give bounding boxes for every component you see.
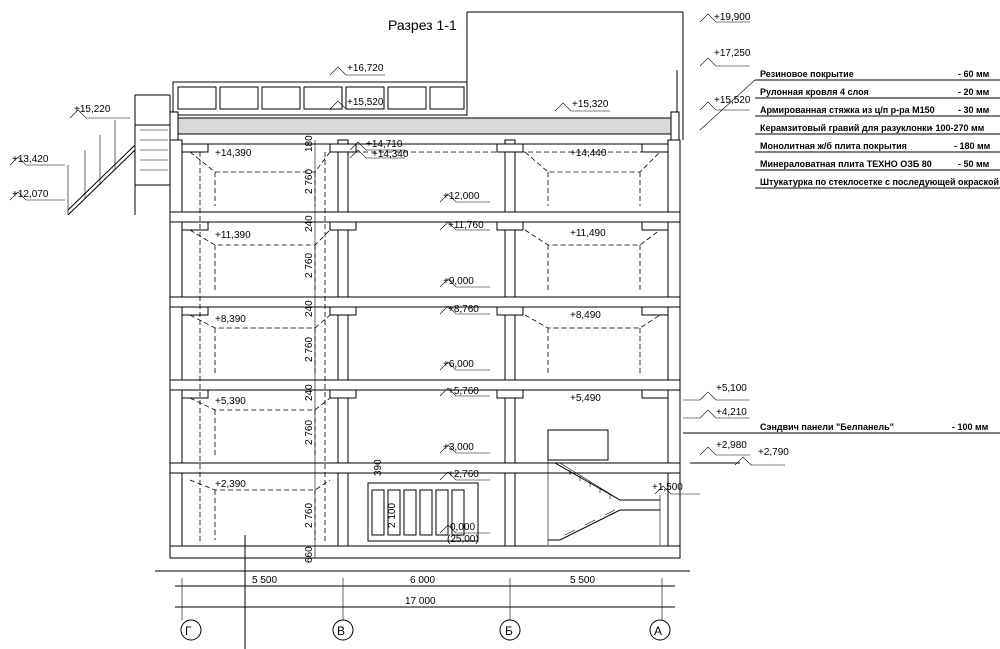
elev-15320: +15,320 <box>572 99 609 110</box>
elev-11390: +11,390 <box>215 230 251 241</box>
layer-5-value: - 180 мм <box>954 141 991 151</box>
axis-markers <box>180 619 671 641</box>
elev-5760: +5,760 <box>448 386 479 397</box>
layer-6-value: - 50 мм <box>958 159 990 169</box>
dim-total: 17 000 <box>405 596 436 607</box>
elev-5490: +5,490 <box>570 393 601 404</box>
elevation-marks-left <box>9 109 130 201</box>
layer-7-name: Штукатурка по стеклосетке с последующей … <box>760 177 999 187</box>
elev-19900: +19,900 <box>714 12 751 23</box>
elev-12000: +12,000 <box>443 191 480 202</box>
elev-5390: +5,390 <box>215 396 246 407</box>
elev-14340: +14,340 <box>372 149 409 160</box>
dim-span-2: 6 000 <box>410 575 435 586</box>
dim-span-3: 5 500 <box>570 575 595 586</box>
elev-1500: +1,500 <box>652 482 683 493</box>
external-stair <box>67 94 171 216</box>
axis-label-g: Г <box>185 624 192 638</box>
exterior-walls <box>169 139 681 559</box>
elev-2790: +2,790 <box>758 447 789 458</box>
layer-3-value: - 30 мм <box>958 105 990 115</box>
floor-slabs <box>169 143 681 559</box>
elevation-marks-floor <box>439 193 490 534</box>
elev-2760: +2,760 <box>448 469 479 480</box>
vdim-6: 2 760 <box>304 337 315 362</box>
internal-stair <box>520 429 661 545</box>
dimension-lines <box>175 578 675 620</box>
vdim-9: 390 <box>373 459 384 476</box>
elev-14440: +14,440 <box>570 148 607 159</box>
layer-4-value: - 100-270 мм <box>930 123 985 133</box>
layer-5-name: Монолитная ж/б плита покрытия <box>760 141 907 151</box>
elevation-marks-right <box>654 13 785 495</box>
vdim-5: 240 <box>304 300 315 317</box>
layer-2-value: - 20 мм <box>958 87 990 97</box>
layer-4-name: Керамзитовый гравий для разуклонки <box>760 123 932 133</box>
elev-15220: +15,220 <box>74 104 111 115</box>
elev-14710: +14,710 <box>366 139 403 150</box>
elev-2500-abs: (25,00) <box>447 534 479 545</box>
vdim-7: 240 <box>304 384 315 401</box>
layer-1-value: - 60 мм <box>958 69 990 79</box>
elev-3000: +3,000 <box>443 442 474 453</box>
elev-11760: +11,760 <box>448 220 484 231</box>
ground-doors <box>367 482 479 542</box>
elev-17250: +17,250 <box>714 48 751 59</box>
ceiling-dashes <box>189 151 665 542</box>
elev-0000: 0,000 <box>450 522 475 533</box>
elev-5100: +5,100 <box>716 383 747 394</box>
axis-label-v: В <box>337 624 345 638</box>
sandwich-name: Сэндвич панели "Белпанель" <box>760 422 894 432</box>
elev-13420: +13,420 <box>12 154 49 165</box>
roof-slab <box>169 111 680 145</box>
elev-16720: +16,720 <box>347 63 384 74</box>
axis-label-a: А <box>654 624 662 638</box>
elevation-marks-top <box>329 66 610 159</box>
layer-1-name: Резиновое покрытие <box>760 69 854 79</box>
vdim-11: 660 <box>304 546 315 563</box>
vdim-1: 180 <box>304 135 315 152</box>
layer-3-name: Армированная стяжка из ц/п р-ра М150 <box>760 105 935 115</box>
elev-15520-t: +15,520 <box>347 97 384 108</box>
elev-4210: +4,210 <box>716 407 747 418</box>
elev-8390: +8,390 <box>215 314 246 325</box>
vdim-10: 2 760 <box>304 503 315 528</box>
vdim-8: 2 760 <box>304 420 315 445</box>
vertical-dims: 180 2 760 240 2 760 240 2 760 240 2 760 … <box>304 135 398 563</box>
elev-14390: +14,390 <box>215 148 252 159</box>
vdim-12: 2 100 <box>387 503 398 528</box>
layer-6-name: Минераловатная плита ТЕХНО ОЗБ 80 <box>760 159 932 169</box>
elev-8760: +8,760 <box>448 304 479 315</box>
elev-2390: +2,390 <box>215 479 246 490</box>
roof-layers-legend <box>699 79 1000 189</box>
sandwich-value: - 100 мм <box>952 422 989 432</box>
vdim-2: 2 760 <box>304 169 315 194</box>
section-title: Разрез 1-1 <box>388 17 457 33</box>
elev-9000: +9,000 <box>443 276 474 287</box>
elev-2980: +2,980 <box>716 440 747 451</box>
roof-pavilion <box>172 81 468 116</box>
axis-label-b: Б <box>505 624 513 638</box>
elev-8490: +8,490 <box>570 310 601 321</box>
elev-6000: +6,000 <box>443 359 474 370</box>
vdim-4: 2 760 <box>304 253 315 278</box>
elev-11490: +11,490 <box>570 228 606 239</box>
layer-2-name: Рулонная кровля 4 слоя <box>760 87 869 97</box>
dim-span-1: 5 500 <box>252 575 277 586</box>
vdim-3: 240 <box>304 215 315 232</box>
elev-12070: +12,070 <box>12 189 49 200</box>
